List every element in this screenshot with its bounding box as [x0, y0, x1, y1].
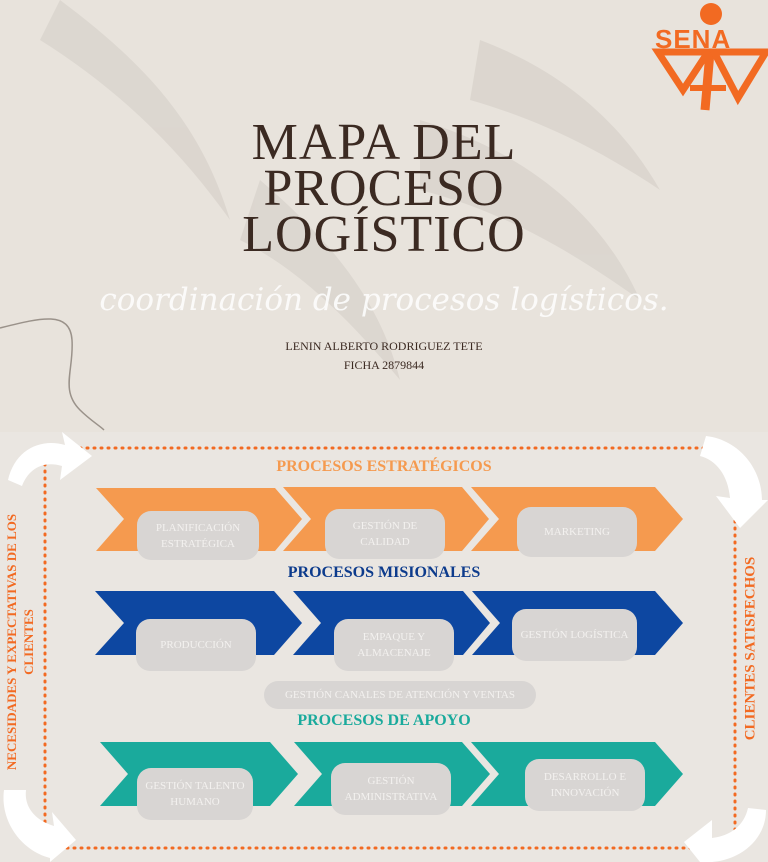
section-title-strategic: PROCESOS ESTRATÉGICOS — [276, 458, 492, 475]
process-pill-marketing: MARKETING — [517, 507, 637, 557]
title-line-1: MAPA DEL — [251, 114, 517, 171]
title-line-3: LOGÍSTICO — [242, 206, 526, 263]
dotted-border — [43, 446, 737, 850]
section-title-support: PROCESOS DE APOYO — [297, 712, 471, 729]
process-pill-canales: GESTIÓN CANALES DE ATENCIÓN Y VENTAS — [264, 681, 536, 709]
process-pill-empaque: EMPAQUE Y ALMACENAJE — [334, 619, 454, 671]
subtitle: coordinación de procesos logísticos. — [99, 282, 669, 318]
process-pill-administrativa: GESTIÓN ADMINISTRATIVA — [331, 763, 451, 815]
sena-logo-icon — [651, 3, 768, 111]
process-pill-produccion: PRODUCCIÓN — [136, 619, 256, 671]
sena-logo-text: SENA — [655, 24, 732, 54]
right-side-label: CLIENTES SATISFECHOS — [742, 556, 759, 741]
process-pill-talento: GESTIÓN TALENTO HUMANO — [137, 768, 253, 820]
title-line-2: PROCESO — [263, 160, 505, 217]
cycle-arrow-top-left-icon — [8, 432, 92, 486]
section-title-missional: PROCESOS MISIONALES — [287, 564, 481, 581]
cycle-arrow-top-right-icon — [700, 436, 768, 528]
author-ficha: FICHA 2879844 — [343, 358, 425, 372]
author-name: LENIN ALBERTO RODRIGUEZ TETE — [285, 339, 483, 353]
process-pill-calidad: GESTIÓN DE CALIDAD — [325, 509, 445, 559]
leaf-shadow-decoration — [40, 0, 660, 380]
left-side-label: NECESIDADES Y EXPECTATIVAS DE LOS CLIENT… — [4, 513, 36, 771]
decorative-curve — [0, 318, 105, 431]
process-pill-gestion-logistica: GESTIÓN LOGÍSTICA — [512, 609, 637, 661]
process-pill-desarrollo: DESARROLLO E INNOVACIÓN — [525, 759, 645, 811]
process-pill-planificacion: PLANIFICACIÓN ESTRATÉGICA — [137, 511, 259, 560]
cycle-arrow-bottom-right-icon — [684, 808, 766, 862]
cycle-arrow-bottom-left-icon — [3, 790, 77, 862]
